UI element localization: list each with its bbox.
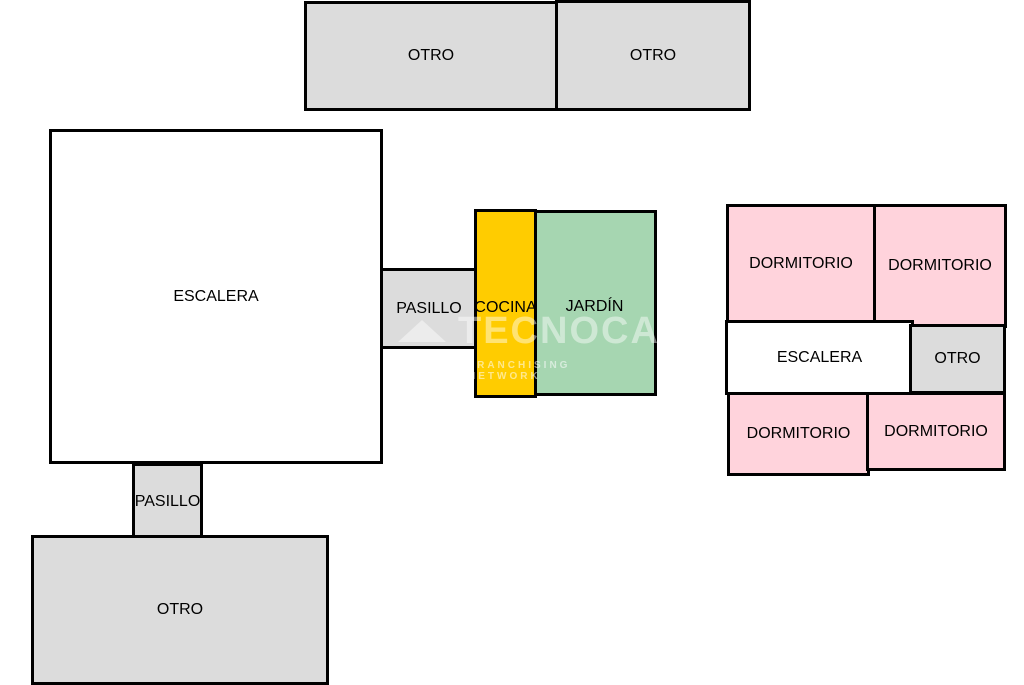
room-dormitorio-1: DORMITORIO: [726, 204, 876, 324]
room-label: PASILLO: [396, 299, 462, 317]
room-otro-bottom: OTRO: [31, 535, 329, 685]
room-label: ESCALERA: [776, 348, 863, 366]
room-label: PASILLO: [134, 492, 201, 510]
room-label: DORMITORIO: [888, 257, 992, 274]
room-escalera-main: ESCALERA: [49, 129, 383, 464]
room-escalera-right: ESCALERA: [725, 320, 914, 395]
room-label: DORMITORIO: [746, 425, 851, 442]
room-label: DORMITORIO: [884, 422, 988, 440]
room-label: ESCALERA: [173, 287, 259, 305]
room-otro-top-right: OTRO: [555, 0, 751, 111]
room-jardin: JARDÍN: [532, 210, 657, 396]
room-label: OTRO: [407, 47, 455, 64]
room-otro-right: OTRO: [909, 324, 1006, 394]
room-label: JARDÍN: [565, 298, 624, 315]
room-pasillo-bottom: PASILLO: [132, 463, 203, 540]
room-label: COCINA: [474, 299, 537, 316]
room-dormitorio-3: DORMITORIO: [727, 392, 870, 476]
room-pasillo-mid: PASILLO: [380, 268, 478, 349]
room-label: OTRO: [156, 601, 204, 618]
room-label: DORMITORIO: [749, 255, 853, 272]
room-label: OTRO: [934, 350, 981, 367]
room-otro-top-left: OTRO: [304, 1, 558, 111]
room-cocina: COCINA: [474, 209, 537, 398]
room-dormitorio-2: DORMITORIO: [873, 204, 1007, 328]
room-label: OTRO: [629, 46, 677, 64]
room-dormitorio-4: DORMITORIO: [866, 392, 1006, 471]
